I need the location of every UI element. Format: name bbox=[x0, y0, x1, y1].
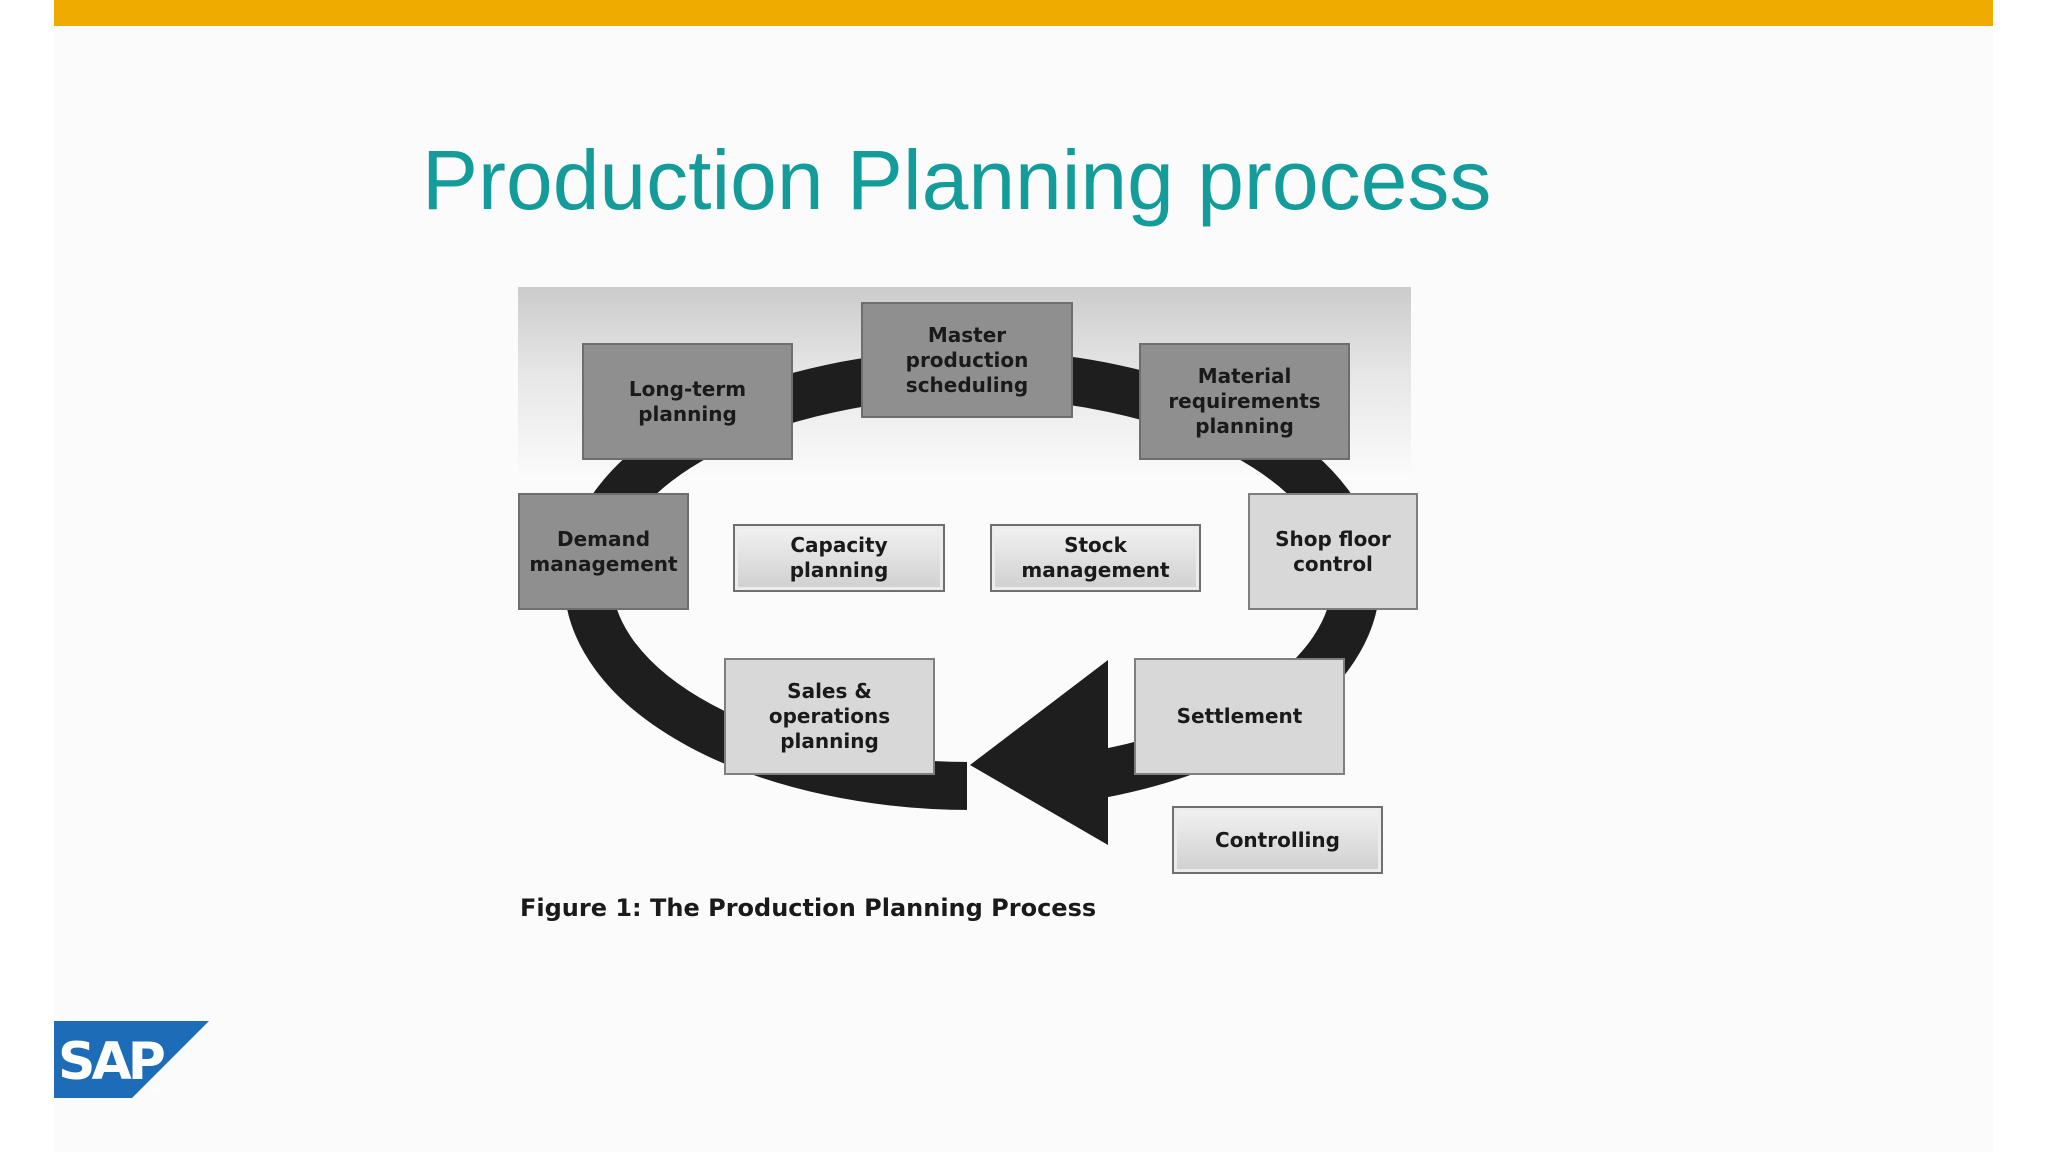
box-stock-management: Stock management bbox=[990, 524, 1201, 592]
box-label: Capacity planning bbox=[789, 533, 889, 582]
box-controlling: Controlling bbox=[1172, 806, 1383, 874]
box-label: Settlement bbox=[1176, 704, 1303, 728]
sap-logo: SAP ® bbox=[54, 1021, 209, 1098]
box-label: Stock management bbox=[1021, 533, 1170, 582]
sap-logo-text: SAP bbox=[58, 1032, 164, 1092]
box-material-requirements-planning: Material requirements planning bbox=[1139, 343, 1350, 460]
box-label: Material requirements planning bbox=[1168, 364, 1321, 438]
box-settlement: Settlement bbox=[1134, 658, 1345, 775]
slide-title: Production Planning process bbox=[422, 133, 1492, 227]
cycle-arrowhead bbox=[970, 660, 1108, 845]
figure-caption: Figure 1: The Production Planning Proces… bbox=[520, 894, 1097, 922]
box-long-term-planning: Long-term planning bbox=[582, 343, 793, 460]
box-label: Controlling bbox=[1215, 827, 1340, 852]
box-label: Sales & operations planning bbox=[768, 679, 891, 753]
sap-logo-registered: ® bbox=[150, 1084, 162, 1098]
box-label: Demand management bbox=[529, 526, 678, 576]
box-label: Long-term planning bbox=[628, 376, 747, 426]
box-sales-operations-planning: Sales & operations planning bbox=[724, 658, 935, 775]
box-label: Shop floor control bbox=[1275, 526, 1391, 576]
accent-bar bbox=[54, 0, 1993, 26]
box-label: Master production scheduling bbox=[905, 322, 1029, 397]
box-capacity-planning: Capacity planning bbox=[733, 524, 945, 592]
box-master-production-scheduling: Master production scheduling bbox=[861, 302, 1073, 418]
sap-logo-shape bbox=[54, 1021, 209, 1098]
box-shop-floor-control: Shop floor control bbox=[1248, 493, 1418, 610]
box-demand-management: Demand management bbox=[518, 493, 689, 610]
